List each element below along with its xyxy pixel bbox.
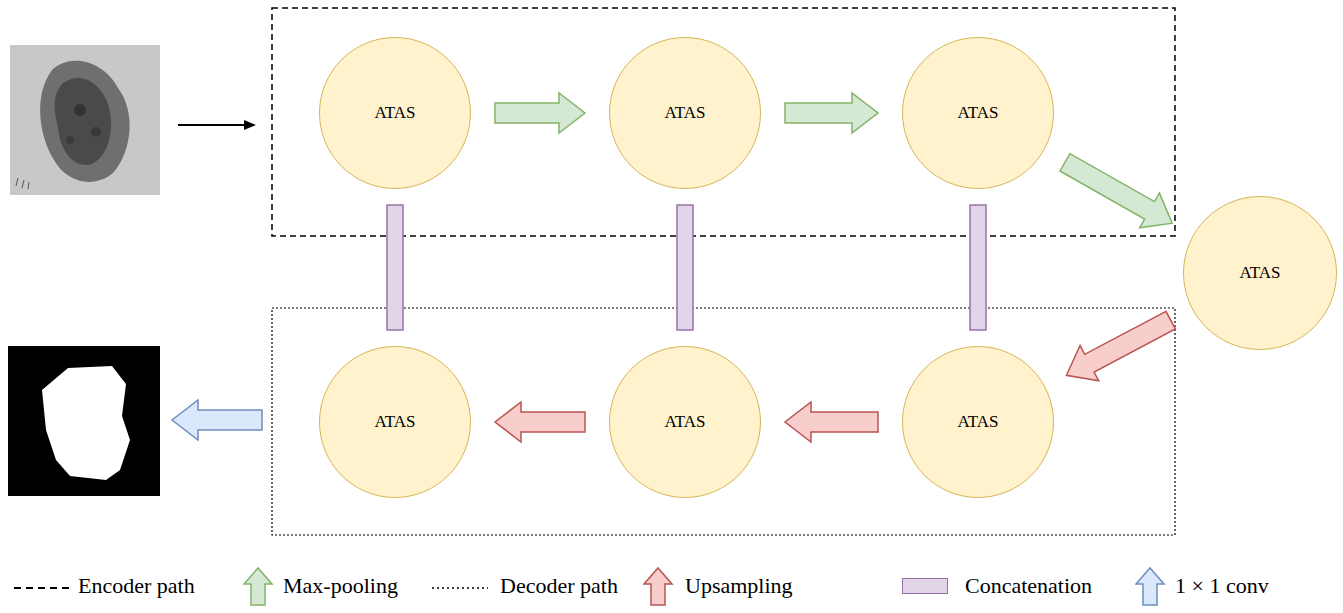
node-label: ATAS [957,412,998,432]
node-label: ATAS [374,103,415,123]
atas-circle: ATAS [319,346,471,498]
node-label: ATAS [374,412,415,432]
legend-swatch [902,578,948,594]
concatenation-bar [970,205,986,330]
output-mask [8,346,160,496]
node-label: ATAS [957,103,998,123]
max-pooling-arrow [785,93,878,133]
atas-circle: ATAS [902,37,1054,189]
atas-circle: ATAS [609,37,761,189]
arrow-shape [785,93,878,133]
legend-label: Encoder path [78,575,195,597]
input-arrow [178,120,256,130]
atas-circle: ATAS [319,37,471,189]
arrow-shape [677,205,693,330]
input-image [10,45,160,195]
arrow-shape [970,205,986,330]
upsampling-arrow [1066,311,1175,381]
arrow-shape [1060,154,1172,228]
max-pooling-arrow [495,93,585,133]
legend-label: Max-pooling [283,575,398,597]
conv-arrow [172,400,262,440]
atas-circle: ATAS [902,346,1054,498]
max-pooling-arrow [1060,154,1172,228]
node-label: ATAS [1239,263,1280,283]
encoder-region [272,8,1175,236]
arrow-shape [387,205,403,330]
legend-sample [430,566,490,606]
node-label: ATAS [664,103,705,123]
legend-label: Upsampling [685,575,793,597]
legend-label: Concatenation [965,575,1092,597]
concatenation-bar [387,205,403,330]
arrow-shape [495,402,585,442]
legend-label: 1 × 1 conv [1175,575,1269,597]
upsampling-arrow [495,402,585,442]
atas-circle: ATAS [609,346,761,498]
decoder-region [272,308,1175,535]
upsampling-arrow [785,402,878,442]
arrow-shape [1066,311,1175,381]
node-label: ATAS [664,412,705,432]
arrow-shape [785,402,878,442]
arrow-shape [495,93,585,133]
atas-circle: ATAS [1183,196,1337,350]
legend-label: Decoder path [500,575,618,597]
legend-sample [12,566,72,606]
concatenation-bar [677,205,693,330]
